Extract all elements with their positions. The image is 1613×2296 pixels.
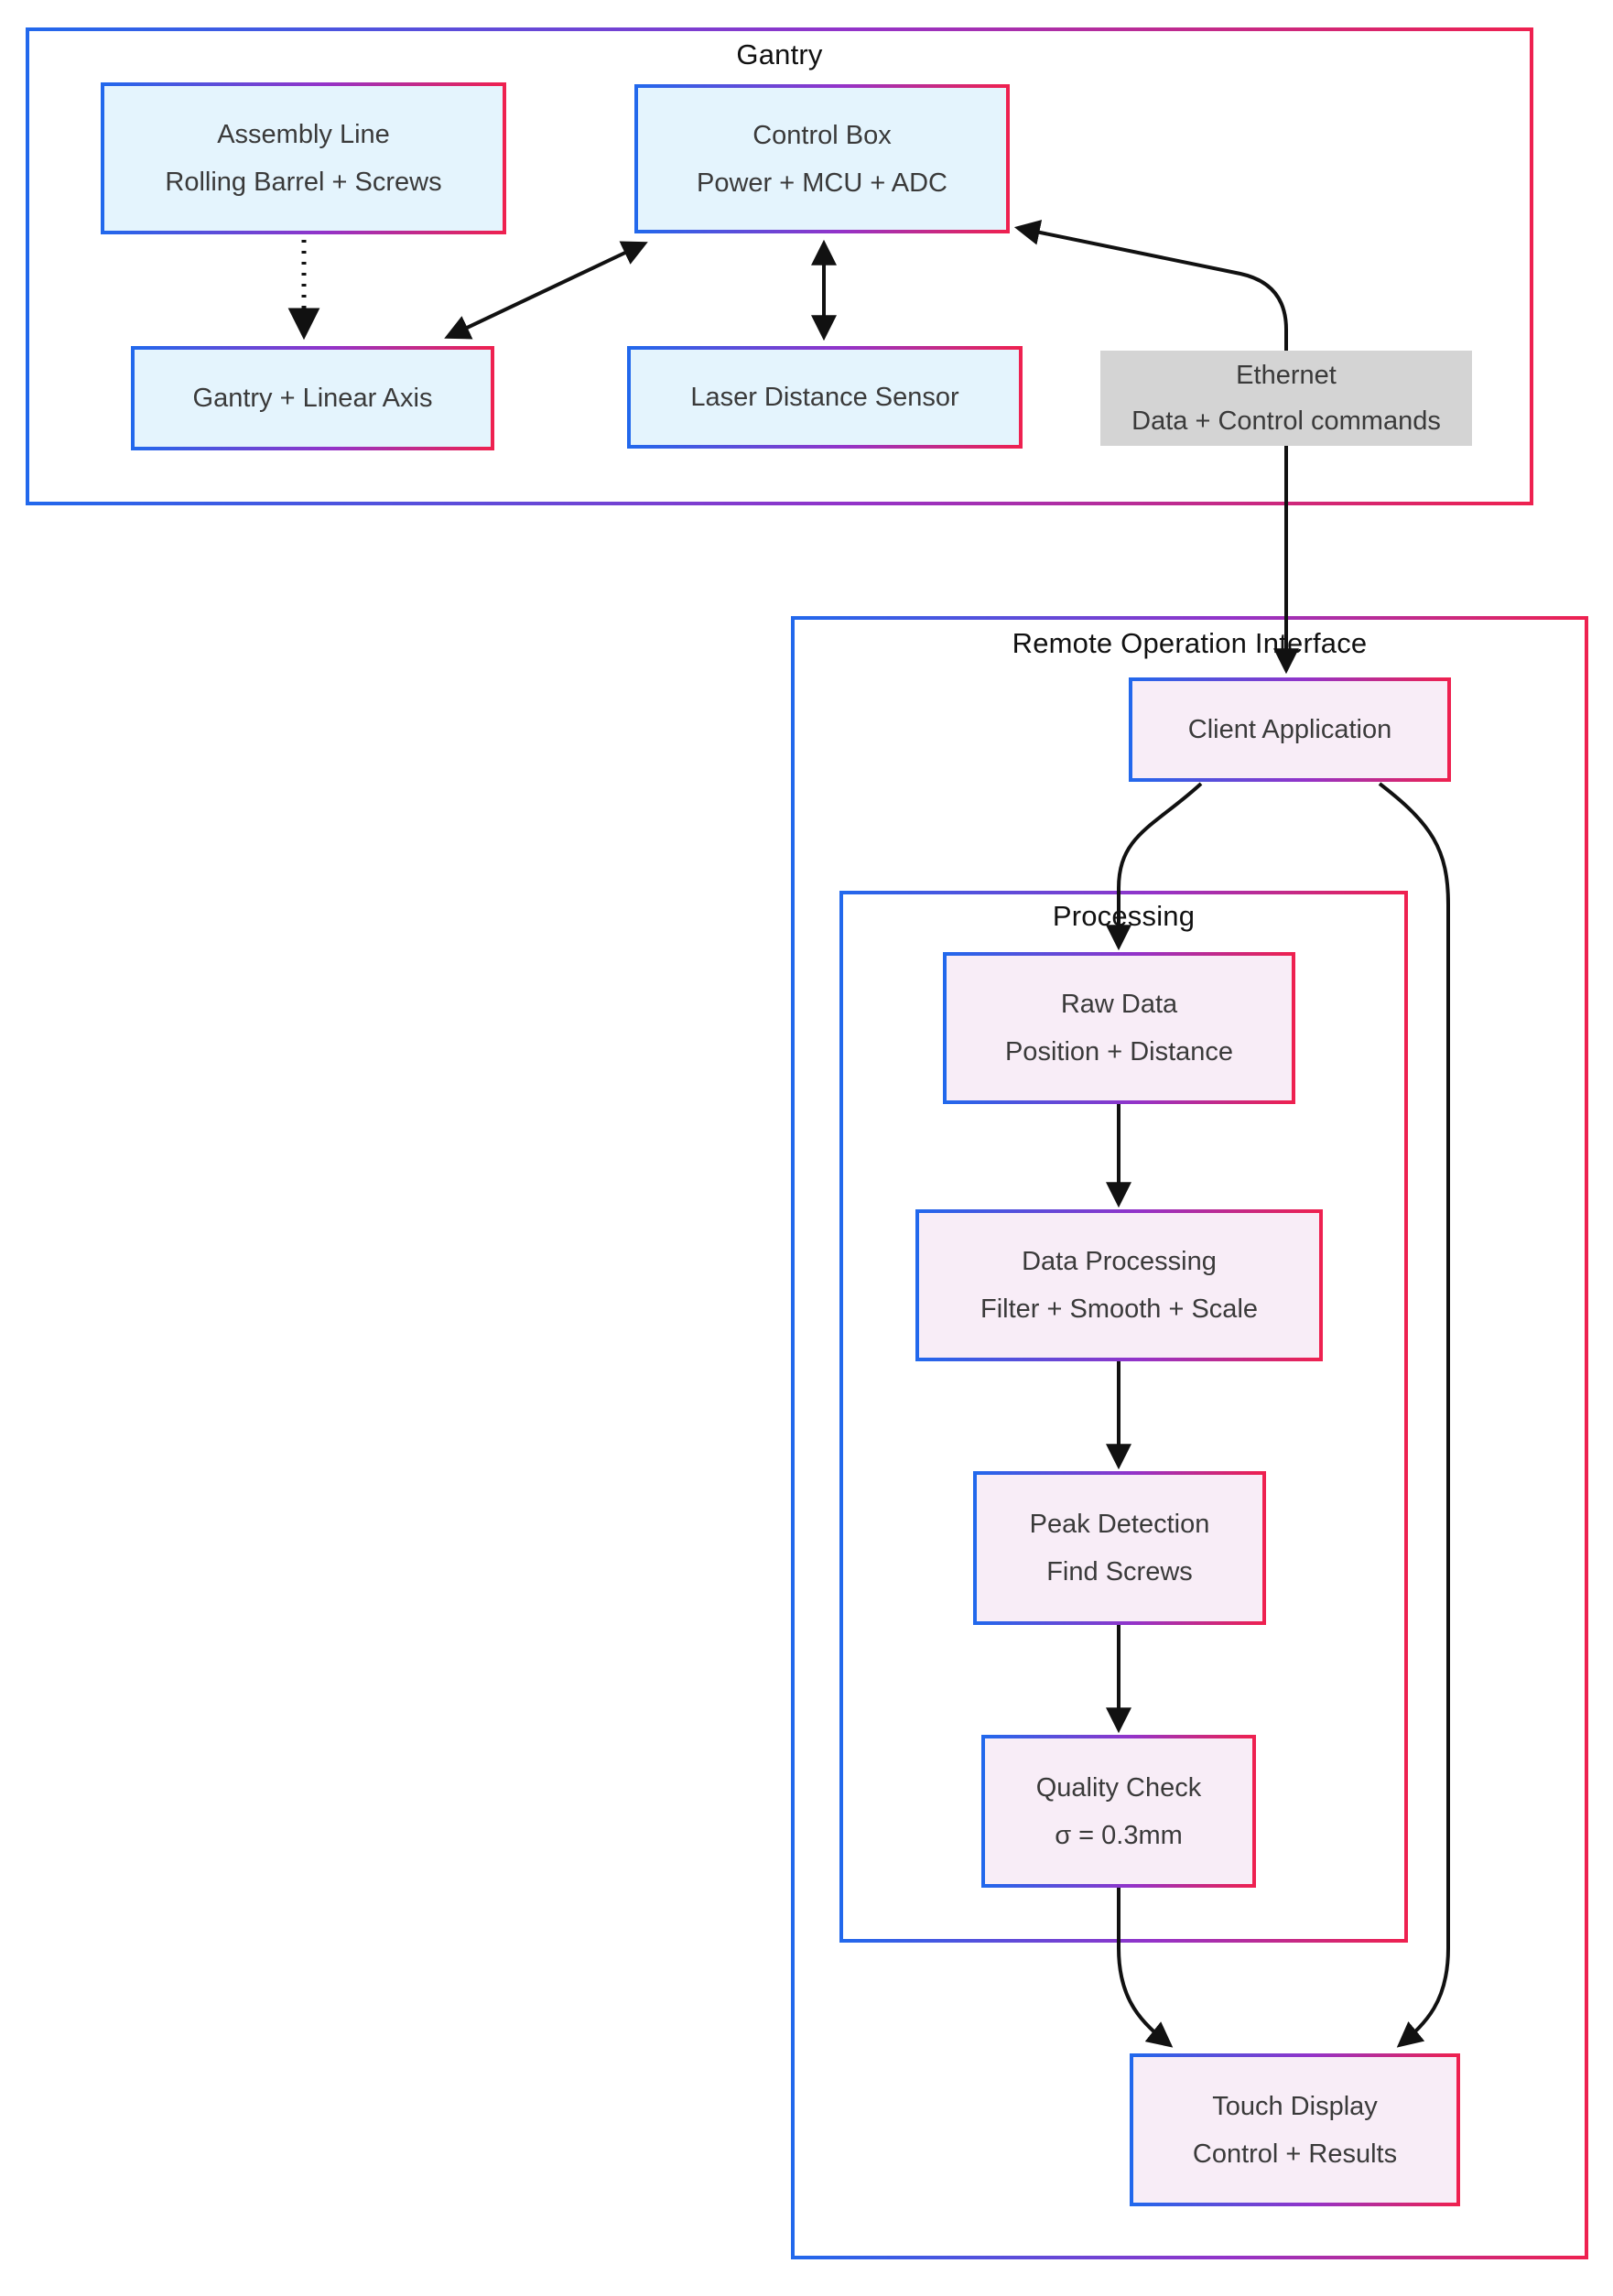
edge-label-ethernet-subtitle: Data + Control commands	[1131, 406, 1441, 436]
node-raw-data-label: Raw Data	[1060, 990, 1178, 1019]
node-control-box: Control Box Power + MCU + ADC	[634, 84, 1010, 233]
node-touch-display-label: Touch Display	[1212, 2091, 1378, 2121]
node-raw-data: Raw Data Position + Distance	[943, 952, 1295, 1104]
node-gantry-linear-axis-label: Gantry + Linear Axis	[192, 384, 433, 413]
node-touch-display-sublabel: Control + Results	[1192, 2139, 1398, 2169]
node-laser-distance-sensor-label: Laser Distance Sensor	[690, 383, 959, 412]
node-assembly-line: Assembly Line Rolling Barrel + Screws	[101, 82, 506, 234]
node-quality-check-label: Quality Check	[1035, 1772, 1202, 1803]
node-control-box-sublabel: Power + MCU + ADC	[697, 168, 947, 198]
node-peak-detection-sublabel: Find Screws	[1046, 1557, 1193, 1587]
node-assembly-line-label: Assembly Line	[217, 120, 390, 149]
gantry-container-title: Gantry	[736, 38, 823, 70]
node-peak-detection-label: Peak Detection	[1029, 1510, 1210, 1539]
node-touch-display: Touch Display Control + Results	[1130, 2053, 1460, 2206]
edge-label-ethernet: Ethernet Data + Control commands	[1100, 351, 1472, 446]
node-control-box-label: Control Box	[752, 120, 892, 150]
node-quality-check-sublabel: σ = 0.3mm	[1055, 1820, 1183, 1850]
node-data-processing: Data Processing Filter + Smooth + Scale	[915, 1209, 1323, 1361]
node-client-application: Client Application	[1129, 677, 1451, 782]
node-gantry-linear-axis: Gantry + Linear Axis	[131, 346, 494, 450]
node-data-processing-label: Data Processing	[1022, 1247, 1217, 1276]
node-client-application-label: Client Application	[1187, 715, 1392, 744]
node-raw-data-sublabel: Position + Distance	[1004, 1037, 1234, 1067]
node-quality-check: Quality Check σ = 0.3mm	[981, 1735, 1256, 1888]
processing-container-title: Processing	[1052, 900, 1196, 932]
node-data-processing-sublabel: Filter + Smooth + Scale	[980, 1294, 1259, 1324]
node-laser-distance-sensor: Laser Distance Sensor	[627, 346, 1023, 449]
node-assembly-line-sublabel: Rolling Barrel + Screws	[165, 168, 442, 197]
edge-label-ethernet-title: Ethernet	[1236, 361, 1337, 390]
remote-operation-interface-title: Remote Operation Interface	[1012, 627, 1368, 659]
node-peak-detection: Peak Detection Find Screws	[973, 1471, 1266, 1625]
